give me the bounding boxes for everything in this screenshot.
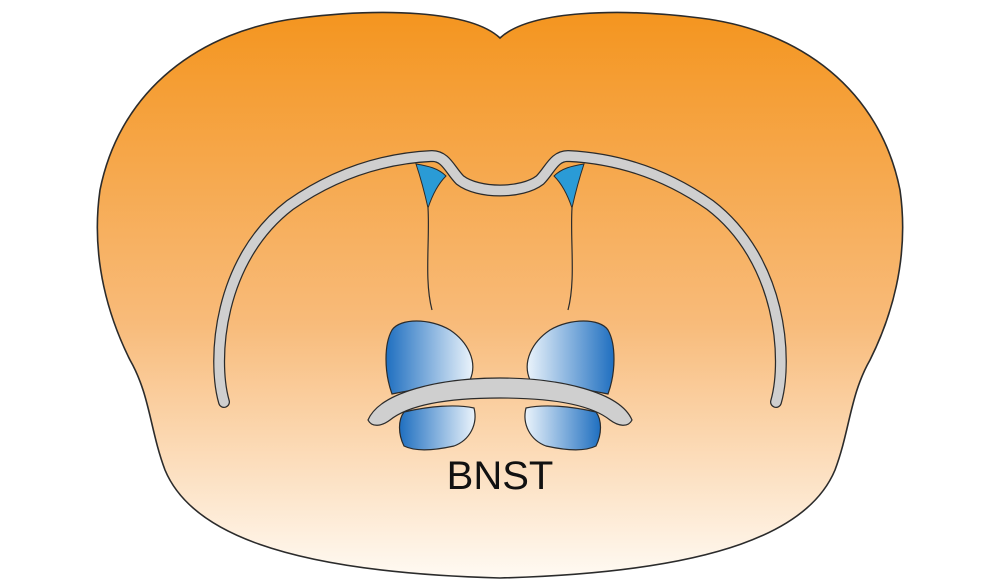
right-lateral-ventricle: [553, 163, 585, 210]
bnst-label: BNST: [447, 454, 554, 498]
left-septal-line: [427, 207, 433, 311]
right-ventral-bnst-nucleus: [524, 405, 602, 451]
anterior-commissure: [367, 377, 633, 426]
corpus-callosum-fill: [214, 151, 786, 407]
brain-section-outline: [96, 11, 904, 579]
left-ventral-bnst-nucleus: [398, 405, 476, 451]
left-lateral-ventricle: [415, 163, 447, 210]
right-septal-line: [567, 207, 573, 311]
